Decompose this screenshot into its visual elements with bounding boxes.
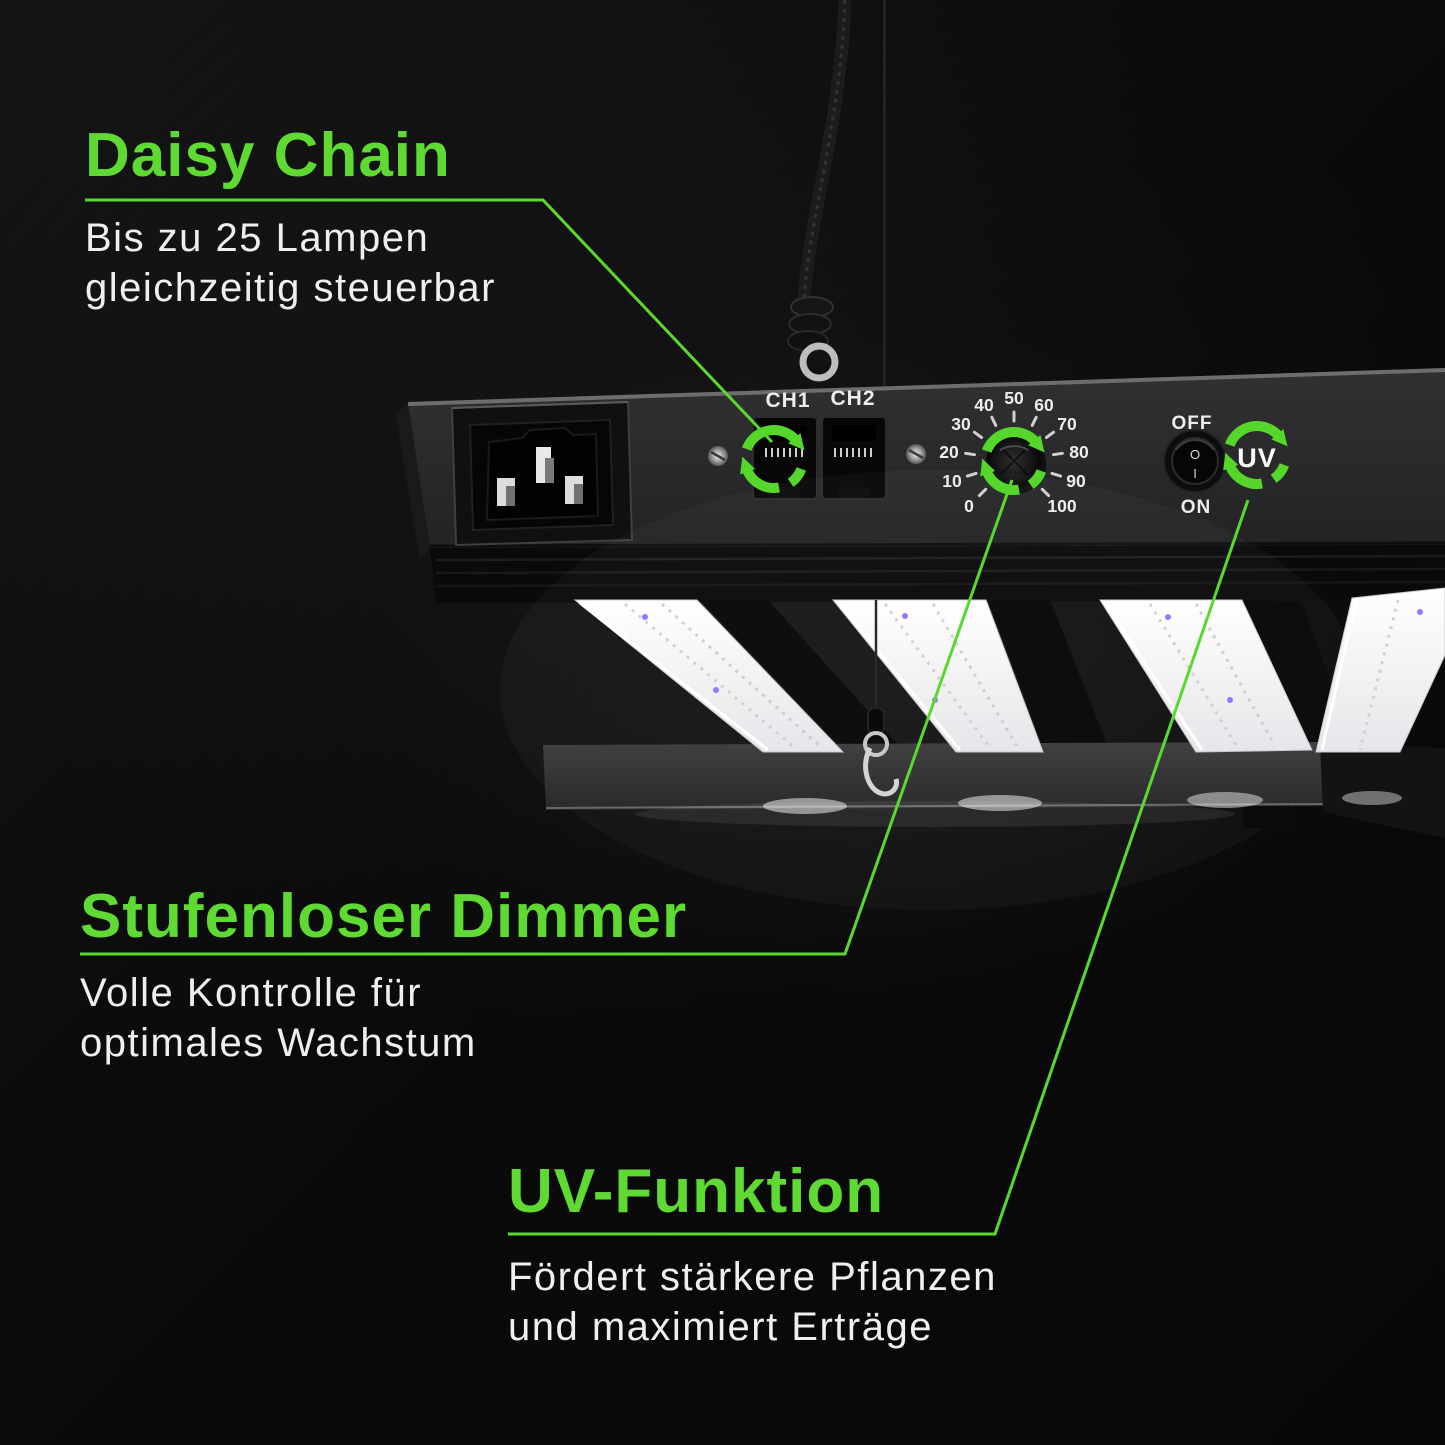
svg-text:0: 0 bbox=[964, 496, 974, 516]
svg-text:50: 50 bbox=[1004, 388, 1024, 408]
dimmer-callout-line bbox=[80, 479, 1014, 956]
right-bracket bbox=[1320, 742, 1445, 838]
led-bar-4 bbox=[1315, 587, 1445, 753]
svg-text:20: 20 bbox=[939, 442, 959, 462]
power-switch: OFF O I ON bbox=[1163, 413, 1227, 518]
svg-text:10: 10 bbox=[942, 471, 962, 491]
daisy-chain-highlight-icon bbox=[740, 425, 806, 494]
spine-bracket bbox=[543, 742, 1323, 810]
callout-title-dimmer: Stufenloser Dimmer bbox=[80, 882, 688, 951]
callout-daisy-chain: Daisy Chain Bis zu 25 Lampen gleichzeiti… bbox=[85, 124, 496, 313]
hanging-rope bbox=[787, 0, 852, 382]
callout-uv: UV-Funktion Fördert stärkere Pflanzen un… bbox=[508, 1160, 997, 1352]
callout-text-daisy-line1: Bis zu 25 Lampen bbox=[85, 216, 430, 260]
led-bar-3 bbox=[1099, 599, 1313, 753]
bracket-clamp bbox=[1243, 806, 1291, 828]
screw-left bbox=[708, 446, 728, 466]
callout-title-daisy-chain: Daisy Chain bbox=[85, 121, 451, 190]
power-inlet bbox=[450, 400, 634, 547]
callout-text-dimmer-line2: optimales Wachstum bbox=[80, 1021, 477, 1065]
svg-text:90: 90 bbox=[1066, 471, 1086, 491]
fixture-end-cap bbox=[396, 402, 430, 560]
svg-text:70: 70 bbox=[1057, 414, 1077, 434]
uv-callout-line bbox=[508, 499, 1250, 1236]
callout-text-dimmer-line1: Volle Kontrolle für bbox=[80, 971, 423, 1015]
screw-right bbox=[906, 444, 926, 464]
uv-highlight-icon bbox=[1223, 421, 1289, 490]
port-label-ch2: CH2 bbox=[830, 387, 875, 410]
svg-text:60: 60 bbox=[1034, 395, 1054, 415]
power-cable bbox=[883, 0, 886, 388]
fixture-top-highlight bbox=[408, 368, 1445, 406]
daisy-chain-callout-line bbox=[85, 198, 774, 444]
switch-on-label: ON bbox=[1181, 497, 1212, 518]
svg-text:100: 100 bbox=[1047, 496, 1076, 516]
rj45-port-ch2 bbox=[821, 416, 887, 500]
dimmer-scale-ticks bbox=[964, 410, 1064, 498]
callout-text-daisy-line2: gleichzeitig steuerbar bbox=[85, 266, 496, 310]
uv-label: UV bbox=[1237, 443, 1277, 473]
svg-text:40: 40 bbox=[974, 395, 994, 415]
callout-title-uv: UV-Funktion bbox=[508, 1157, 885, 1226]
led-bar-1 bbox=[573, 599, 845, 753]
svg-text:80: 80 bbox=[1069, 442, 1089, 462]
callout-overlays bbox=[80, 198, 1289, 1236]
switch-i-mark: I bbox=[1193, 466, 1197, 481]
callout-text-uv-line2: und maximiert Erträge bbox=[508, 1305, 933, 1349]
svg-text:30: 30 bbox=[951, 414, 971, 434]
fixture-bar: CH1 CH2 bbox=[396, 368, 1445, 603]
carabiner-shackle bbox=[799, 342, 839, 382]
hanging-wire-carabiner bbox=[863, 600, 900, 797]
switch-off-label: OFF bbox=[1172, 413, 1213, 434]
switch-o-mark: O bbox=[1190, 447, 1200, 462]
dimmer-highlight-icon bbox=[980, 427, 1046, 496]
callout-dimmer: Stufenloser Dimmer Volle Kontrolle für o… bbox=[80, 885, 687, 1068]
port-label-ch1: CH1 bbox=[765, 389, 810, 412]
dimmer-scale: 0 10 20 30 40 50 60 70 80 90 100 bbox=[939, 388, 1089, 516]
led-bar-assembly bbox=[543, 587, 1445, 838]
callout-text-uv-line1: Fördert stärkere Pflanzen bbox=[508, 1255, 997, 1299]
